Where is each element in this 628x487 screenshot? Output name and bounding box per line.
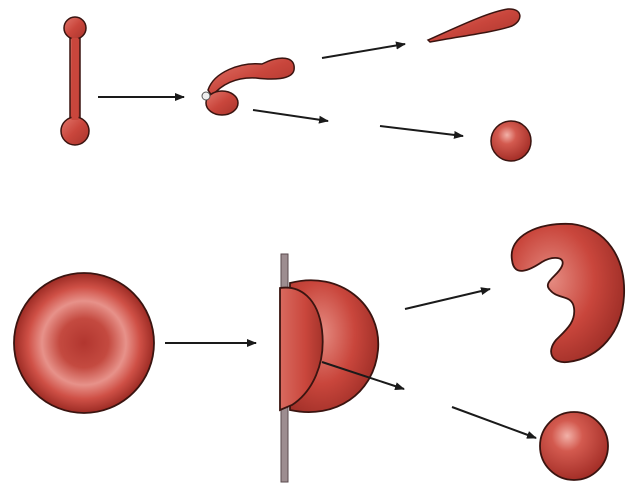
helmet-cell-fragment <box>512 224 624 362</box>
fragmenting-cell <box>202 58 294 115</box>
spherocyte-fragment <box>491 121 531 161</box>
cell-cut-by-fibrin-strand <box>280 280 378 412</box>
dumbbell-cell <box>61 17 89 145</box>
arrow-to-elongated-fragment <box>322 44 405 58</box>
arrow-to-spherocyte-fragment <box>380 126 463 136</box>
microspherocyte <box>540 412 608 480</box>
normal-erythrocyte <box>14 273 154 413</box>
arrow-to-microspherocyte <box>452 407 536 438</box>
arrow-to-helmet-cell <box>405 289 490 309</box>
elongated-fragment <box>428 9 520 42</box>
arrow-to-spherocyte-path <box>253 110 328 121</box>
